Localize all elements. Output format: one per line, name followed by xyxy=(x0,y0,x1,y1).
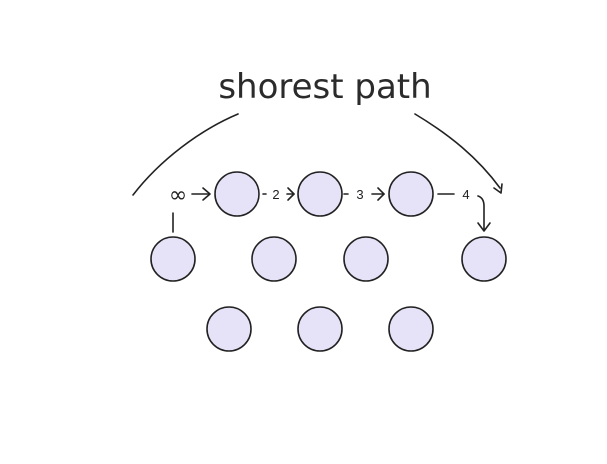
graph-node xyxy=(297,306,343,352)
edge-label-2: 3 xyxy=(356,187,363,202)
edge-node-1-to-node-2-arrowhead xyxy=(287,187,295,201)
graph-node-source xyxy=(150,236,196,282)
graph-node xyxy=(214,171,260,217)
graph-node xyxy=(343,236,389,282)
edge-node-2-to-node-3-arrowhead xyxy=(377,187,385,201)
edge-source-to-node-1-arrowhead xyxy=(202,187,211,201)
source-distance-label: ∞ xyxy=(169,183,187,208)
edge-node-3-to-target-arrowhead xyxy=(477,222,491,232)
right-arc-arrowhead xyxy=(493,183,503,194)
diagram-title: shorest path xyxy=(218,67,431,107)
graph-node xyxy=(388,306,434,352)
graph-node-target xyxy=(461,236,507,282)
graph-node xyxy=(206,306,252,352)
edge-label-3: 4 xyxy=(462,187,469,202)
left-arc xyxy=(132,113,239,196)
edge-label-1: 2 xyxy=(272,187,279,202)
graph-node xyxy=(251,236,297,282)
edge-node-3-to-target-bend xyxy=(477,195,485,231)
graph-node xyxy=(297,171,343,217)
right-arc xyxy=(414,113,501,189)
graph-node xyxy=(388,171,434,217)
